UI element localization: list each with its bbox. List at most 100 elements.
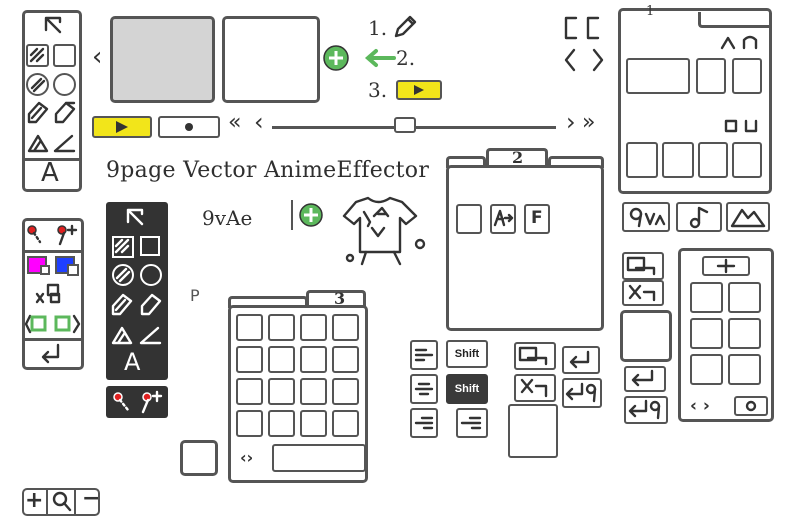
dark-tool-triangle-hatched[interactable] bbox=[110, 324, 136, 346]
grid-cell[interactable] bbox=[332, 410, 359, 437]
fill-color-swatch-small-1[interactable] bbox=[40, 265, 50, 275]
grid-cell[interactable] bbox=[332, 314, 359, 341]
shift-button-light[interactable]: Shift bbox=[446, 340, 488, 368]
return-button-right[interactable] bbox=[624, 366, 666, 392]
small-square-icons[interactable] bbox=[722, 118, 762, 134]
grid-cell[interactable] bbox=[300, 346, 327, 373]
caret-up-icons[interactable] bbox=[718, 34, 762, 50]
grid-cell[interactable] bbox=[236, 346, 263, 373]
key-delete-button[interactable] bbox=[514, 374, 556, 402]
add-layer-button[interactable] bbox=[298, 202, 324, 228]
layer-nav-arrows[interactable]: ‹ › bbox=[690, 396, 710, 416]
dark-text-tool[interactable]: A bbox=[124, 348, 141, 376]
grid-text-field[interactable] bbox=[272, 444, 366, 472]
thumb-b[interactable] bbox=[732, 58, 762, 94]
return-nine-button-right[interactable] bbox=[624, 396, 668, 424]
music-button[interactable] bbox=[676, 202, 722, 232]
key-link-button-right[interactable] bbox=[622, 252, 664, 280]
key-link-button[interactable] bbox=[514, 342, 556, 370]
grid-cell[interactable] bbox=[236, 410, 263, 437]
small-square-button[interactable] bbox=[180, 440, 218, 476]
timeline-thumb[interactable] bbox=[394, 117, 416, 133]
shift-button-dark[interactable]: Shift bbox=[446, 374, 488, 404]
dark-tool-square[interactable] bbox=[140, 236, 160, 256]
page-slot-empty[interactable] bbox=[456, 204, 482, 234]
grid-cell[interactable] bbox=[300, 378, 327, 405]
layer-cell[interactable] bbox=[728, 354, 761, 385]
tool-square-hatched[interactable] bbox=[26, 44, 49, 67]
page-slot-f[interactable]: F bbox=[524, 204, 550, 234]
select-arrow-tool[interactable] bbox=[42, 14, 66, 36]
thumb-row2-2[interactable] bbox=[662, 142, 694, 178]
add-page-button[interactable] bbox=[322, 44, 350, 72]
tool-pen-hatched[interactable] bbox=[26, 100, 50, 126]
grid-nav-arrows[interactable]: ‹› bbox=[240, 448, 254, 467]
zoom-in-button[interactable]: + bbox=[25, 488, 44, 513]
add-pin-tool[interactable] bbox=[54, 222, 82, 248]
tool-pen[interactable] bbox=[52, 100, 78, 126]
page-slot-arrow[interactable] bbox=[490, 204, 516, 234]
dark-tool-circle-hatched[interactable] bbox=[112, 264, 134, 286]
nav-prev-next-green[interactable] bbox=[24, 312, 82, 336]
text-tool[interactable]: A bbox=[41, 158, 59, 188]
prev-page-arrow[interactable]: ‹ bbox=[92, 42, 103, 72]
grid-cell[interactable] bbox=[268, 314, 295, 341]
align-right-button[interactable] bbox=[410, 408, 438, 438]
dark-add-pin-tool[interactable] bbox=[138, 388, 166, 416]
delete-layer-button[interactable] bbox=[34, 282, 64, 308]
key-delete-button-right[interactable] bbox=[622, 280, 664, 306]
tool-circle[interactable] bbox=[53, 73, 76, 96]
thumb-large[interactable] bbox=[626, 58, 690, 94]
play-button[interactable] bbox=[92, 116, 152, 138]
grid-cell[interactable] bbox=[268, 378, 295, 405]
grid-cell[interactable] bbox=[268, 410, 295, 437]
dark-select-arrow-tool[interactable] bbox=[124, 206, 148, 228]
grid-cell[interactable] bbox=[332, 346, 359, 373]
camera-button[interactable] bbox=[734, 396, 768, 416]
add-layer-plus-button[interactable] bbox=[702, 256, 750, 276]
add-point-tool[interactable] bbox=[24, 222, 52, 248]
align-left-button[interactable] bbox=[410, 340, 438, 370]
fill-color-swatch-small-2[interactable] bbox=[67, 264, 79, 276]
thumb-row2-3[interactable] bbox=[698, 142, 728, 178]
align-justify-button[interactable] bbox=[456, 408, 488, 438]
step-3-play-button[interactable] bbox=[396, 80, 442, 100]
grid-cell[interactable] bbox=[236, 314, 263, 341]
tool-square[interactable] bbox=[53, 44, 76, 67]
top-right-brackets[interactable] bbox=[562, 14, 606, 44]
zoom-reset-button[interactable] bbox=[46, 488, 76, 516]
layer-cell[interactable] bbox=[690, 282, 723, 313]
timeline-last-button[interactable]: » bbox=[582, 110, 596, 135]
layer-cell[interactable] bbox=[690, 354, 723, 385]
grid-cell[interactable] bbox=[236, 378, 263, 405]
top-right-nav-arrows[interactable] bbox=[562, 46, 606, 74]
grid-cell[interactable] bbox=[300, 314, 327, 341]
layer-cell[interactable] bbox=[690, 318, 723, 349]
timeline-prev-button[interactable]: ‹ bbox=[254, 108, 264, 136]
logo-9va-button[interactable] bbox=[622, 202, 670, 232]
undo-button[interactable] bbox=[38, 341, 66, 367]
dark-add-point-tool[interactable] bbox=[110, 388, 138, 416]
timeline-first-button[interactable]: « bbox=[228, 110, 242, 135]
dark-tool-pen[interactable] bbox=[138, 292, 164, 318]
dark-tool-circle[interactable] bbox=[140, 264, 162, 286]
thumb-row2-4[interactable] bbox=[732, 142, 762, 178]
tool-line-angle[interactable] bbox=[52, 132, 78, 154]
tool-triangle-hatched[interactable] bbox=[26, 132, 50, 154]
dark-tool-pen-hatched[interactable] bbox=[110, 292, 136, 318]
grid-cell[interactable] bbox=[268, 346, 295, 373]
thumb-a[interactable] bbox=[696, 58, 726, 94]
align-center-button[interactable] bbox=[410, 374, 438, 404]
timeline-next-button[interactable]: › bbox=[566, 108, 576, 136]
zoom-out-button[interactable]: − bbox=[82, 486, 101, 511]
thumb-row2-1[interactable] bbox=[626, 142, 658, 178]
grid-cell[interactable] bbox=[332, 378, 359, 405]
mountain-button[interactable] bbox=[726, 202, 770, 232]
return-button[interactable] bbox=[562, 346, 600, 374]
grid-cell[interactable] bbox=[300, 410, 327, 437]
return-nine-button[interactable] bbox=[562, 378, 602, 408]
dark-tool-square-hatched[interactable] bbox=[112, 236, 134, 258]
stop-button[interactable] bbox=[158, 116, 220, 138]
dark-tool-line-angle[interactable] bbox=[138, 324, 164, 346]
layer-cell[interactable] bbox=[728, 318, 761, 349]
